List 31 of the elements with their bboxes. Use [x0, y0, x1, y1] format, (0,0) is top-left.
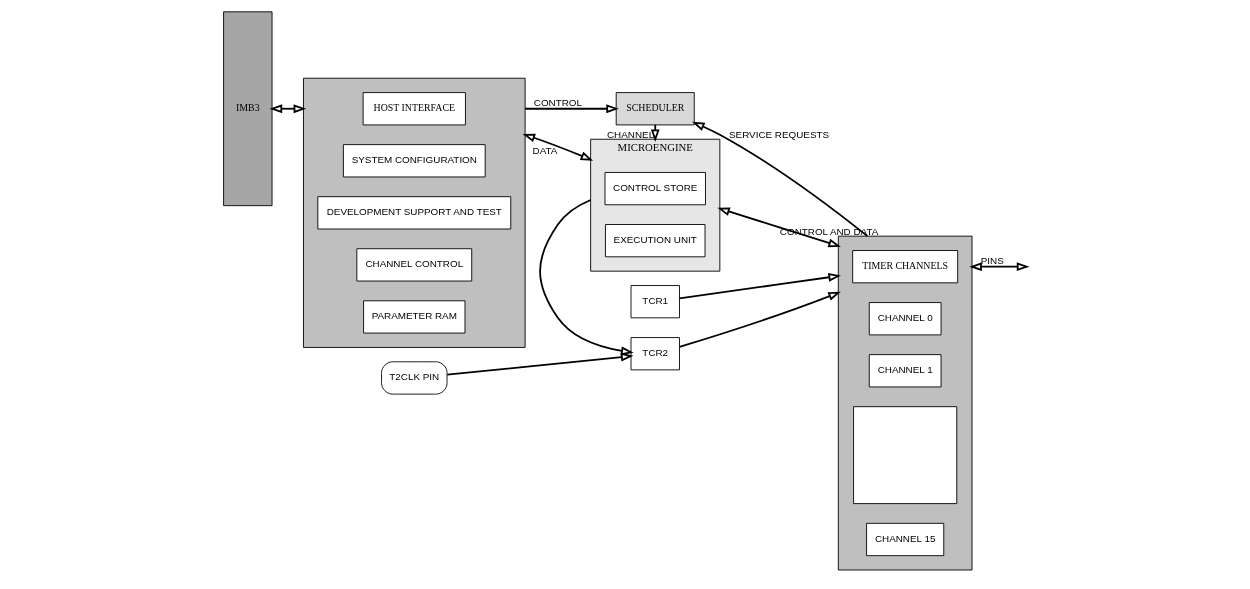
node-box: CHANNEL 0 [868, 302, 941, 336]
edge-label: PINS [980, 254, 1004, 266]
edge-label: DATA [532, 145, 557, 157]
cluster [302, 77, 526, 348]
arrow [522, 133, 593, 161]
node-box: HOST INTERFACE [362, 92, 466, 126]
node-box: T2CLK PIN [380, 361, 447, 395]
node-box: CHANNEL CONTROL [355, 248, 472, 282]
node-box: CHANNEL 15 [865, 522, 944, 557]
node-box: SYSTEM CONFIGURATION [342, 144, 486, 178]
cluster [837, 235, 972, 571]
node-box: IMB3 [222, 11, 272, 207]
arrow [523, 104, 619, 114]
node-box [852, 406, 957, 505]
node-box: TCR1 [630, 285, 680, 319]
arrow [678, 273, 841, 300]
node-box: SCHEDULER [615, 92, 695, 126]
edge-label: SERVICE REQUESTS [728, 129, 829, 141]
node-box: CHANNEL 1 [868, 354, 941, 388]
node-box: CONTROL STORE [604, 172, 706, 206]
arrow [691, 121, 868, 238]
arrow [445, 352, 633, 376]
arrow [538, 199, 634, 356]
node-box: TCR2 [630, 337, 680, 371]
node-box: EXECUTION UNIT [604, 224, 705, 258]
edge-label: CONTROL [533, 96, 582, 108]
arrow [678, 291, 841, 348]
node-box: DEVELOPMENT SUPPORT AND TEST [316, 196, 511, 230]
node-box: PARAMETER RAM [362, 300, 465, 334]
node-box: TIMER CHANNELS [851, 250, 958, 284]
arrow [269, 104, 306, 114]
